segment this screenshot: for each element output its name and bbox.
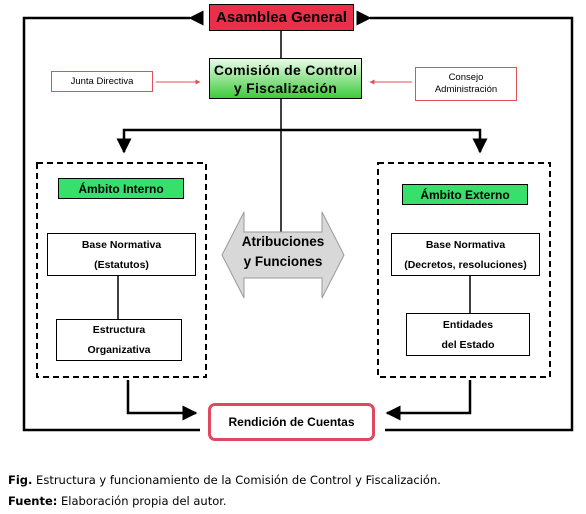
rendicion-cuentas-box: Rendición de Cuentas: [208, 403, 375, 441]
base-normativa-interna-box: Base Normativa (Estatutos): [47, 233, 196, 276]
ambito-interno-label: Ámbito Interno: [78, 181, 164, 196]
loop-left-line: [22, 10, 204, 432]
junta-label: Junta Directiva: [70, 76, 134, 87]
base-interna-line-1: Base Normativa: [81, 238, 162, 251]
branch-line: [122, 128, 482, 148]
asamblea-general-box: Asamblea General: [209, 4, 354, 31]
comision-line-1: Comisión de Control: [213, 61, 358, 78]
caption-source-text: Elaboración propia del autor.: [57, 494, 227, 508]
consejo-line-1: Consejo: [448, 72, 484, 83]
entidades-estado-box: Entidades del Estado: [406, 313, 530, 356]
atribuciones-line-1: Atribuciones: [241, 234, 325, 249]
arrow-int-rendicion: [126, 380, 198, 421]
ambito-interno-box: Ámbito Interno: [58, 178, 184, 199]
caption-figure-line: Fig. Estructura y funcionamiento de la C…: [8, 470, 441, 491]
estructura-line-1: Estructura: [92, 324, 146, 336]
loop-right-line: [356, 10, 574, 432]
base-externa-line-1: Base Normativa: [425, 238, 506, 251]
organization-diagram: Asamblea General Comisión de Control y F…: [22, 4, 574, 441]
rendicion-label: Rendición de Cuentas: [228, 415, 355, 429]
entidades-line-1: Entidades: [442, 318, 494, 331]
base-externa-line-2: (Decretos, resoluciones): [404, 258, 527, 271]
atribuciones-arrow-shape: [221, 211, 345, 299]
connector-lines: [22, 10, 574, 432]
base-interna-line-2: (Estatutos): [94, 258, 149, 271]
external-group-frame: [377, 162, 551, 378]
atribuciones-label: Atribuciones y Funciones: [222, 232, 344, 272]
asamblea-label: Asamblea General: [216, 9, 347, 26]
comision-box: Comisión de Control y Fiscalización: [209, 58, 362, 99]
figure-caption: Fig. Estructura y funcionamiento de la C…: [8, 470, 441, 512]
caption-fig-label: Fig.: [8, 473, 33, 487]
atribuciones-line-2: y Funciones: [243, 254, 323, 269]
caption-source-line: Fuente: Elaboración propia del autor.: [8, 491, 441, 512]
consejo-line-2: Administración: [434, 84, 498, 95]
consejo-administracion-box: Consejo Administración: [415, 67, 517, 101]
entidades-line-2: del Estado: [441, 338, 495, 351]
arrow-ext-rendicion: [385, 380, 472, 421]
caption-source-label: Fuente:: [8, 494, 58, 508]
ambito-externo-box: Ámbito Externo: [402, 184, 528, 205]
internal-group-frame: [36, 162, 207, 378]
estructura-line-2: Organizativa: [87, 344, 151, 356]
comision-line-2: y Fiscalización: [233, 79, 338, 96]
ambito-externo-label: Ámbito Externo: [420, 187, 510, 202]
caption-fig-text: Estructura y funcionamiento de la Comisi…: [32, 473, 441, 487]
base-normativa-externa-box: Base Normativa (Decretos, resoluciones): [391, 233, 540, 276]
junta-directiva-box: Junta Directiva: [51, 71, 153, 92]
estructura-organizativa-box: Estructura Organizativa: [56, 319, 182, 361]
